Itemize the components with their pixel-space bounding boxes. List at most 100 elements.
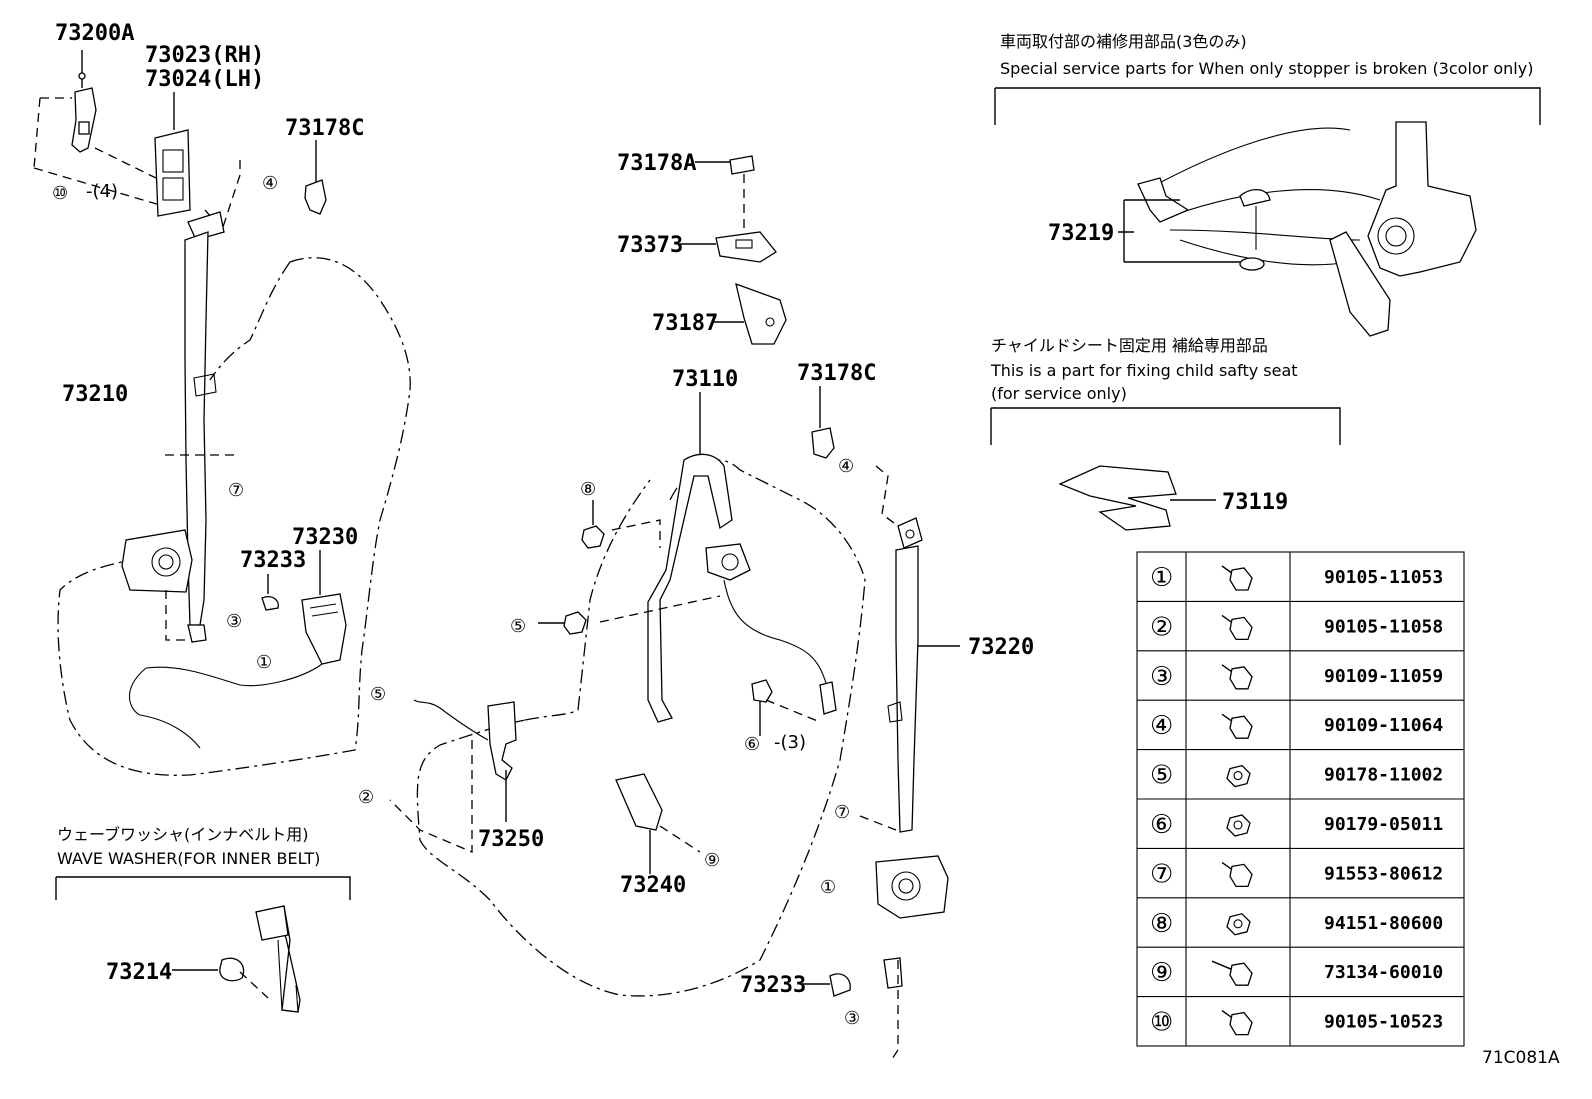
anchor-73200A bbox=[33, 50, 161, 206]
callout-9: ⑨ bbox=[704, 850, 720, 871]
bolt-icon bbox=[1221, 565, 1253, 591]
label-73373: 73373 bbox=[617, 233, 683, 258]
part-labels: 73200A 73023(RH) 73024(LH) 73178C 73210 … bbox=[55, 21, 1288, 998]
label-73250: 73250 bbox=[478, 827, 544, 852]
belt-73210 bbox=[121, 211, 240, 643]
bracket-73373 bbox=[678, 231, 777, 263]
note-child-en2: (for service only) bbox=[991, 384, 1127, 403]
diagram-reference: 71C081A bbox=[1482, 1048, 1560, 1068]
label-73233-a: 73233 bbox=[240, 548, 306, 573]
table-row-mark: ⑧ bbox=[1150, 909, 1173, 939]
belt-73110 bbox=[599, 392, 837, 723]
note-stopper-jp: 車両取付部の補修用部品(3色のみ) bbox=[1000, 32, 1247, 51]
label-73240: 73240 bbox=[620, 873, 686, 898]
callout-3-left: ③ bbox=[226, 611, 242, 632]
left-seat-outline bbox=[57, 257, 411, 776]
buckle-73230 bbox=[128, 550, 347, 749]
callout-6: ⑥ bbox=[744, 734, 760, 755]
label-73023: 73023(RH) bbox=[145, 43, 264, 68]
callout-2: ② bbox=[358, 787, 374, 808]
wave-washer-73214 bbox=[55, 876, 351, 1013]
note-wave-en: WAVE WASHER(FOR INNER BELT) bbox=[57, 849, 320, 868]
table-row-part-number: 90179-05011 bbox=[1324, 814, 1443, 835]
table-row-mark: ⑨ bbox=[1150, 958, 1173, 988]
label-73024: 73024(LH) bbox=[145, 67, 264, 92]
table-row-mark: ④ bbox=[1150, 711, 1173, 741]
table-row-part-number: 91553-80612 bbox=[1324, 863, 1443, 884]
callout-4-left: ④ bbox=[262, 173, 278, 194]
bolt-icon bbox=[1221, 1010, 1253, 1036]
callout-8: ⑧ bbox=[580, 479, 596, 500]
bolt-icon bbox=[1221, 861, 1253, 888]
table-row-part-number: 90178-11002 bbox=[1324, 765, 1443, 786]
label-73210: 73210 bbox=[62, 382, 128, 407]
nut-icon bbox=[1226, 913, 1251, 936]
label-73219: 73219 bbox=[1048, 221, 1114, 246]
table-row-mark: ② bbox=[1150, 612, 1173, 642]
table-row-part-number: 94151-80600 bbox=[1324, 913, 1443, 934]
bolt-icon bbox=[1211, 960, 1253, 986]
label-73119: 73119 bbox=[1222, 490, 1288, 515]
label-73187: 73187 bbox=[652, 311, 718, 336]
nut-5-center bbox=[538, 611, 587, 635]
nut-6 bbox=[751, 679, 821, 736]
buckle-73250 bbox=[389, 699, 517, 853]
pad-73178A bbox=[695, 155, 755, 228]
table-row-mark: ⑦ bbox=[1150, 859, 1173, 889]
nut-8 bbox=[581, 500, 605, 549]
table-row-part-number: 90105-11058 bbox=[1324, 616, 1443, 637]
label-73178C-a: 73178C bbox=[285, 116, 364, 141]
bracket-73187 bbox=[712, 282, 787, 345]
label-73178C-b: 73178C bbox=[797, 361, 876, 386]
notes: 車両取付部の補修用部品(3色のみ) Special service parts … bbox=[57, 32, 1560, 1068]
callout-3-right: ③ bbox=[844, 1008, 860, 1029]
label-73220: 73220 bbox=[968, 635, 1034, 660]
table-row-mark: ⑥ bbox=[1150, 810, 1173, 840]
callout-4-right: ④ bbox=[838, 456, 854, 477]
clip-73233-left bbox=[261, 574, 279, 611]
label-73200A: 73200A bbox=[55, 21, 134, 46]
child-seat-part-73119 bbox=[990, 407, 1341, 531]
label-73110: 73110 bbox=[672, 367, 738, 392]
clip-73178C-left bbox=[304, 140, 327, 215]
bolt-icon bbox=[1221, 664, 1253, 690]
callout-7-left: ⑦ bbox=[228, 480, 244, 501]
note-wave-jp: ウェーブワッシャ(インナベルト用) bbox=[57, 825, 309, 844]
callout-markers: ⑩ -(4) ④ ⑦ ③ ① ⑤ ⑧ ⑤ ④ ⑥ -(3) ② ⑨ ⑦ ① ③ bbox=[52, 173, 860, 1029]
table-row-part-number: 73134-60010 bbox=[1324, 962, 1443, 983]
clip-73233-right bbox=[800, 973, 851, 997]
label-73178A: 73178A bbox=[617, 151, 696, 176]
nut-icon bbox=[1226, 814, 1251, 837]
table-row-mark: ③ bbox=[1150, 662, 1173, 692]
table-row-part-number: 90109-11059 bbox=[1324, 666, 1443, 687]
table-row-part-number: 90105-11053 bbox=[1324, 567, 1443, 588]
label-73214: 73214 bbox=[106, 960, 172, 985]
note-stopper-en: Special service parts for When only stop… bbox=[1000, 59, 1533, 78]
table-row-part-number: 90109-11064 bbox=[1324, 715, 1443, 736]
label-73230: 73230 bbox=[292, 525, 358, 550]
center-seat-outline bbox=[416, 459, 866, 997]
table-row-mark: ⑩ bbox=[1150, 1008, 1173, 1038]
callout-7-right: ⑦ bbox=[834, 802, 850, 823]
clip-73178C-right bbox=[811, 386, 835, 459]
cover-73023-73024 bbox=[154, 92, 241, 232]
label-73233-b: 73233 bbox=[740, 973, 806, 998]
callout-10: ⑩ bbox=[52, 183, 68, 204]
callout-10-qty: -(4) bbox=[86, 181, 118, 202]
callout-1-right: ① bbox=[820, 877, 836, 898]
stopper-detail bbox=[994, 87, 1541, 337]
bolt-icon bbox=[1221, 713, 1253, 739]
belt-73220 bbox=[859, 465, 960, 1063]
table-row-part-number: 90105-10523 bbox=[1324, 1012, 1443, 1033]
table-row-mark: ⑤ bbox=[1150, 761, 1173, 791]
cover-73240 bbox=[615, 773, 701, 874]
callout-5-left: ⑤ bbox=[370, 684, 386, 705]
note-child-jp: チャイルドシート固定用 補給専用部品 bbox=[991, 336, 1268, 355]
callout-5-center: ⑤ bbox=[510, 616, 526, 637]
callout-1-left: ① bbox=[256, 652, 272, 673]
note-child-en1: This is a part for fixing child safty se… bbox=[990, 361, 1298, 380]
bolt-icon bbox=[1221, 614, 1253, 641]
callout-6-qty: -(3) bbox=[774, 732, 806, 753]
